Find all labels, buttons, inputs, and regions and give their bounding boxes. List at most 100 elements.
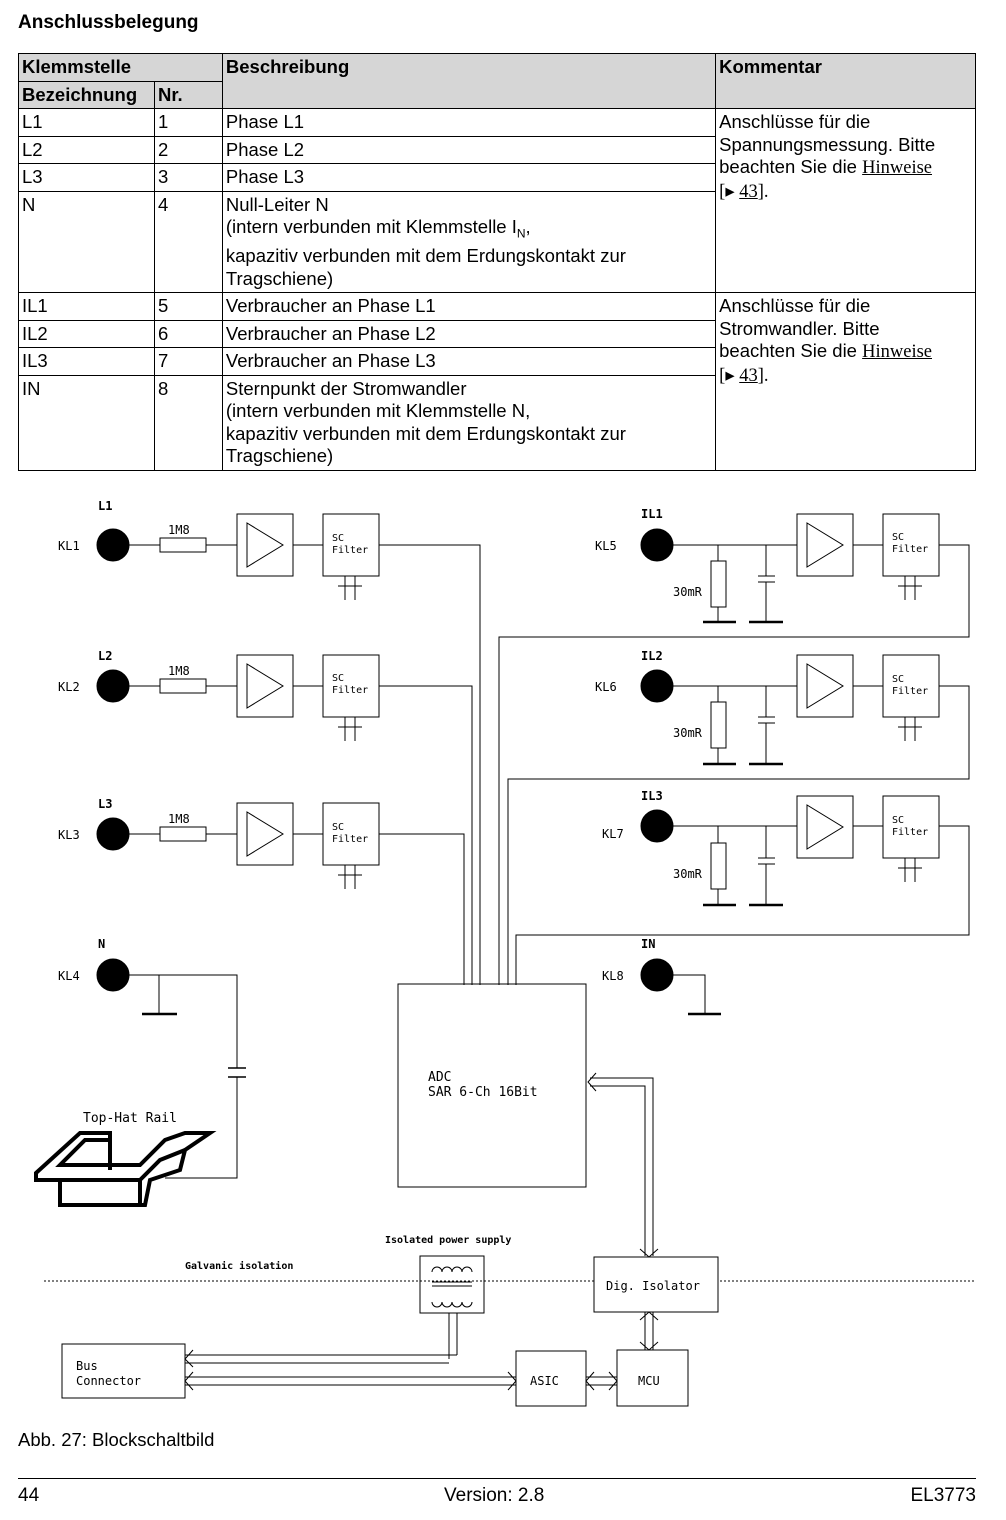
- table-row: L3 3 Phase L3: [18, 163, 976, 192]
- subscript: N: [516, 226, 526, 241]
- hinweise-link[interactable]: Hinweise: [862, 342, 932, 363]
- shunt-resistor: [710, 701, 727, 749]
- cell-name: IN: [18, 374, 155, 471]
- shunt-label: 30mR: [673, 585, 703, 599]
- filter-label: Filter: [892, 686, 928, 697]
- filter-label: Filter: [892, 827, 928, 838]
- filter-label: Filter: [332, 545, 368, 556]
- cell-name: L1: [18, 108, 155, 137]
- bus-connector: Bus Connector: [61, 1343, 517, 1399]
- page-ref-link[interactable]: 43: [739, 365, 758, 386]
- amplifier-triangle: [246, 663, 284, 709]
- cell-nr: 8: [153, 374, 223, 471]
- product-name: EL3773: [910, 1485, 976, 1506]
- amplifier-box: [796, 513, 854, 577]
- terminal-dot: [96, 817, 130, 851]
- cell-nr: 4: [153, 190, 223, 294]
- terminal-label: L1: [98, 499, 112, 513]
- comment-text: Spannungsmessung. Bitte: [719, 133, 936, 155]
- terminal-label: IL3: [641, 789, 663, 803]
- filter-label: SC: [332, 533, 344, 544]
- isolator-box: [593, 1256, 719, 1313]
- voltage-channel-l3: L3 KL3 1M8 SC Filter: [58, 797, 465, 985]
- star-point-terminal: IN KL8: [602, 937, 721, 1016]
- terminal-dot: [640, 528, 674, 562]
- cell-nr: 5: [153, 292, 223, 321]
- filter-label: Filter: [332, 685, 368, 696]
- terminal-dot: [640, 669, 674, 703]
- filter-label: SC: [332, 673, 344, 684]
- table-subheader-row: Bezeichnung Nr.: [18, 80, 976, 109]
- table-row: L1 1 Phase L1 Anschlüsse für die Spannun…: [18, 107, 976, 294]
- mcu-block: MCU: [616, 1349, 689, 1407]
- desc-line: (intern verbunden mit Klemmstelle I: [225, 216, 517, 237]
- figure-caption: Abb. 27: Blockschaltbild: [18, 1429, 215, 1450]
- resistor-label: 1M8: [168, 664, 190, 678]
- page-ref-close: ].: [757, 181, 769, 202]
- terminal-label: N: [98, 937, 105, 951]
- kl-label: KL2: [58, 680, 80, 694]
- header-name: Bezeichnung: [18, 80, 155, 109]
- transformer-coil: [431, 1266, 473, 1273]
- terminal-label: L2: [98, 649, 112, 663]
- kl-label: KL1: [58, 539, 80, 553]
- cell-nr: 6: [153, 319, 223, 349]
- pin-assignment-table: Klemmstelle Beschreibung Kommentar Bezei…: [18, 53, 976, 471]
- kl-label: KL6: [595, 680, 617, 694]
- terminal-label: L3: [98, 797, 112, 811]
- asic-box: [515, 1350, 587, 1407]
- resistor-label: 1M8: [168, 523, 190, 537]
- cell-desc: Verbraucher an Phase L3: [221, 347, 717, 376]
- page-ref-link[interactable]: 43: [739, 181, 758, 202]
- cell-desc: Phase L2: [221, 135, 717, 164]
- adc-block: ADC SAR 6-Ch 16Bit: [397, 983, 587, 1188]
- asic-label: ASIC: [530, 1374, 559, 1388]
- cell-desc: Sternpunkt der Stromwandler (intern verb…: [221, 374, 717, 471]
- amplifier-box: [236, 654, 294, 718]
- table-row: N 4 Null-Leiter N (intern verbunden mit …: [18, 190, 976, 294]
- adc-isolator-bus: [590, 1077, 654, 1256]
- amplifier-triangle: [246, 811, 284, 857]
- terminal-dot: [96, 958, 130, 992]
- cell-desc: Verbraucher an Phase L2: [221, 319, 717, 349]
- version-label: Version: 2.8: [444, 1485, 545, 1506]
- amplifier-triangle: [806, 663, 844, 709]
- power-supply-label: Isolated power supply: [385, 1235, 511, 1246]
- resistor: [159, 537, 207, 553]
- top-hat-rail: Top-Hat Rail: [34, 1111, 217, 1207]
- desc-line: Tragschiene): [225, 267, 334, 289]
- cell-name: IL1: [18, 292, 155, 321]
- transformer-box: [419, 1255, 485, 1314]
- resistor: [159, 826, 207, 842]
- desc-line: Null-Leiter N: [225, 193, 329, 215]
- page-ref-close: ].: [757, 365, 769, 386]
- kl-label: KL7: [602, 827, 624, 841]
- filter-label: SC: [892, 532, 904, 543]
- current-channel-il1: IL1 KL5 30mR SC Filter: [498, 507, 970, 985]
- amplifier-box: [236, 513, 294, 577]
- cell-name: IL3: [18, 347, 155, 376]
- hinweise-link[interactable]: Hinweise: [862, 158, 932, 178]
- asic-block: ASIC: [515, 1350, 618, 1407]
- amplifier-box: [796, 654, 854, 718]
- shunt-resistor: [710, 842, 727, 890]
- adc-label: ADC: [428, 1070, 451, 1085]
- amplifier-triangle: [806, 804, 844, 850]
- cell-nr: 3: [153, 163, 223, 192]
- filter-label: SC: [332, 822, 344, 833]
- table-row: L2 2 Phase L2: [18, 135, 976, 164]
- bus-label: Connector: [76, 1374, 141, 1388]
- resistor: [159, 678, 207, 694]
- desc-line: Tragschiene): [225, 445, 334, 467]
- cell-name: L2: [18, 135, 155, 164]
- kl-label: KL5: [595, 539, 617, 553]
- desc-line: kapazitiv verbunden mit dem Erdungskonta…: [225, 422, 626, 444]
- cell-nr: 7: [153, 347, 223, 376]
- comment-text: beachten Sie die: [719, 340, 857, 362]
- cell-name: N: [18, 190, 155, 294]
- terminal-dot: [96, 669, 130, 703]
- digital-isolator: Dig. Isolator: [593, 1256, 719, 1351]
- kl-label: KL3: [58, 828, 80, 842]
- galvanic-label: Galvanic isolation: [185, 1260, 293, 1272]
- amplifier-triangle: [806, 522, 844, 568]
